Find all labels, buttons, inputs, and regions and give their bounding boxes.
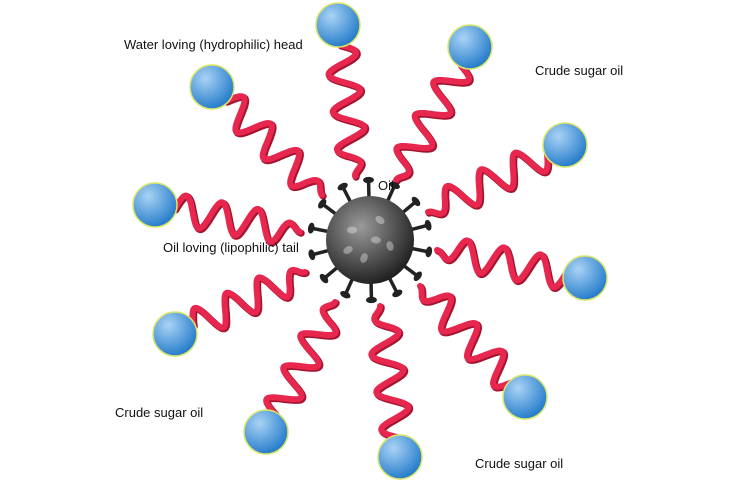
surfactant-molecule (152, 266, 310, 357)
oil-spike-tip (411, 196, 421, 207)
lipophilic-tail (393, 61, 472, 183)
oil-core (326, 196, 414, 284)
hydrophilic-head (315, 2, 361, 48)
hydrophilic-head (132, 182, 178, 228)
oil-highlight (375, 215, 385, 225)
hydrophilic-head-label: Water loving (hydrophilic) head (124, 37, 303, 52)
oil-droplet (307, 176, 433, 304)
hydrophilic-head (243, 409, 289, 455)
lipophilic-tail (223, 93, 325, 198)
oil-spike-tip (318, 198, 327, 209)
oil-spike-tip (424, 219, 432, 231)
oil-spike-tip (363, 176, 375, 184)
surfactant-molecule (315, 2, 370, 181)
oil-spike-tip (337, 182, 348, 191)
crude-sugar-oil-label-bottom-right: Crude sugar oil (475, 456, 564, 471)
hydrophilic-head (562, 255, 608, 301)
oil-highlight (371, 236, 381, 244)
oil-spike-tip (392, 289, 403, 298)
oil-highlight (386, 241, 394, 251)
lipophilic-tail (189, 266, 308, 331)
oil-spike-tip (307, 222, 315, 234)
lipophilic-tail (434, 237, 569, 291)
hydrophilic-head (502, 374, 548, 420)
surfactant-molecule (425, 122, 588, 219)
oil-spike-tip (425, 246, 433, 258)
lipophilic-tail (417, 283, 515, 390)
lipophilic-tail (425, 149, 551, 217)
hydrophilic-head (542, 122, 588, 168)
lipophilic-tail (263, 299, 339, 418)
oil-spike-tip (413, 271, 422, 282)
surfactant-molecule (393, 24, 493, 185)
oil-spike-tip (340, 290, 351, 299)
surfactant-molecules (132, 2, 608, 480)
crude-sugar-oil-label-top-right: Crude sugar oil (535, 63, 624, 78)
oil-spike-tip (308, 249, 316, 261)
crude-sugar-oil-label-bottom-left: Crude sugar oil (115, 405, 204, 420)
oil-label: Oil (378, 178, 394, 193)
oil-spike-tip (319, 273, 329, 284)
surfactant-molecule (417, 283, 548, 420)
oil-spike-tip (389, 181, 400, 190)
oil-highlight (347, 226, 357, 234)
surfactant-molecule (189, 64, 327, 200)
hydrophilic-head (189, 64, 235, 110)
oil-highlight (343, 246, 353, 254)
lipophilic-tail-label: Oil loving (lipophilic) tail (163, 240, 299, 255)
surfactant-molecule (434, 237, 608, 301)
hydrophilic-head (152, 311, 198, 357)
oil-highlight (360, 253, 368, 263)
lipophilic-tail (325, 41, 368, 179)
surfactant-molecule (243, 299, 341, 455)
lipophilic-tail (368, 303, 412, 441)
hydrophilic-head (377, 434, 423, 480)
oil-spike-tip (365, 296, 377, 304)
surfactant-molecule (132, 182, 305, 247)
surfactant-molecule (368, 303, 423, 480)
lipophilic-tail (171, 192, 303, 245)
hydrophilic-head (447, 24, 493, 70)
